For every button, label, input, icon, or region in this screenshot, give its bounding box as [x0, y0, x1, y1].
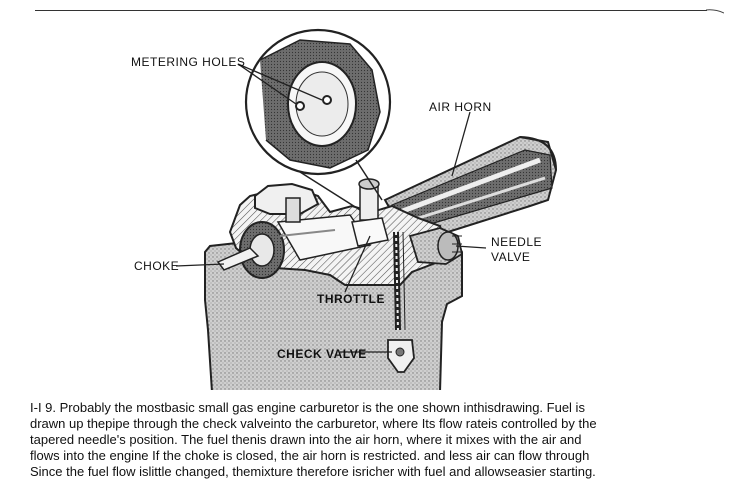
throttle-assembly — [351, 178, 389, 247]
leader-choke — [175, 263, 225, 267]
caption-line-4: flows into the engine If the choke is cl… — [30, 448, 590, 463]
top-rule — [35, 10, 707, 11]
leader-air-horn — [451, 111, 471, 177]
label-air-horn: AIR HORN — [429, 100, 492, 114]
leader-needle-valve — [455, 245, 487, 249]
carburetor-illustration — [175, 28, 558, 390]
caption-line-3: tapered needle's position. The fuel then… — [30, 432, 582, 447]
caption-line-5: Since the fuel flow islittle changed, th… — [30, 464, 596, 479]
label-metering-holes: METERING HOLES — [131, 55, 246, 69]
label-valve: VALVE — [491, 250, 531, 264]
leader-metering-holes — [237, 63, 323, 105]
caption-line-2: drawn up thepipe through the check valve… — [30, 416, 597, 431]
leader-throttle — [344, 235, 371, 293]
metering-holes-inset — [244, 28, 392, 176]
label-check-valve: CHECK VALVE — [277, 347, 367, 361]
label-throttle: THROTTLE — [317, 292, 385, 306]
air-horn — [383, 135, 558, 246]
figure-caption: I-I 9. Probably the mostbasic small gas … — [30, 400, 680, 480]
corner-mark — [706, 9, 724, 14]
check-valve — [387, 339, 415, 373]
fuel-pipe — [393, 231, 406, 331]
choke-assembly — [216, 214, 372, 279]
needle-valve — [408, 227, 464, 265]
label-needle: NEEDLE — [491, 235, 543, 249]
label-choke: CHOKE — [134, 259, 180, 273]
caption-line-1: I-I 9. Probably the mostbasic small gas … — [30, 400, 585, 415]
